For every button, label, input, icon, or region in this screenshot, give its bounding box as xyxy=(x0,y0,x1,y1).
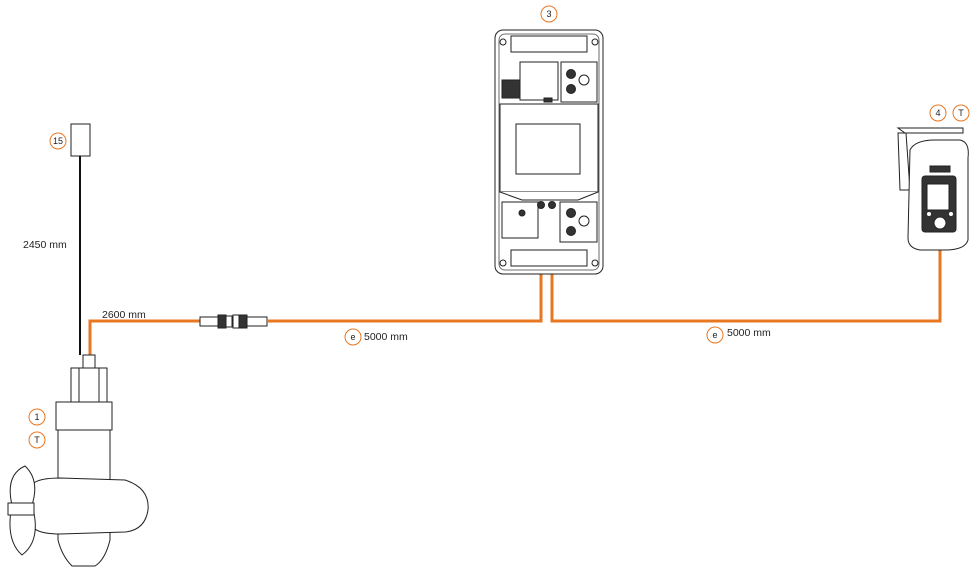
badge-e-1 xyxy=(344,328,362,346)
control-box xyxy=(494,29,604,275)
remote-control xyxy=(896,127,969,251)
cable-e1-length: 5000 mm xyxy=(364,331,408,343)
badge-T-motor xyxy=(28,431,46,449)
badge-e-2 xyxy=(706,326,724,344)
badge-4 xyxy=(929,104,947,122)
motor-cable-length: 2600 mm xyxy=(102,309,146,321)
badge-T-remote-text: T xyxy=(958,108,964,118)
sensor-15 xyxy=(70,123,91,157)
badge-15-text: 15 xyxy=(53,136,63,146)
badge-4-text: 4 xyxy=(935,108,940,118)
badge-e-1-text: e xyxy=(350,332,355,342)
badge-T-motor-text: T xyxy=(34,435,40,445)
outboard-motor xyxy=(7,354,149,567)
cable-connector xyxy=(199,314,268,329)
badge-T-remote xyxy=(952,104,970,122)
badge-3-text: 3 xyxy=(546,9,551,19)
sensor-cable-length: 2450 mm xyxy=(23,239,67,251)
cable-e-to-remote xyxy=(550,210,942,323)
badge-1-text: 1 xyxy=(34,412,39,422)
badge-1 xyxy=(28,408,46,426)
cable-e2-length: 5000 mm xyxy=(727,327,771,339)
badge-15 xyxy=(49,132,67,150)
badge-3 xyxy=(540,5,558,23)
badge-e-2-text: e xyxy=(712,330,717,340)
motor-cable xyxy=(88,319,200,356)
